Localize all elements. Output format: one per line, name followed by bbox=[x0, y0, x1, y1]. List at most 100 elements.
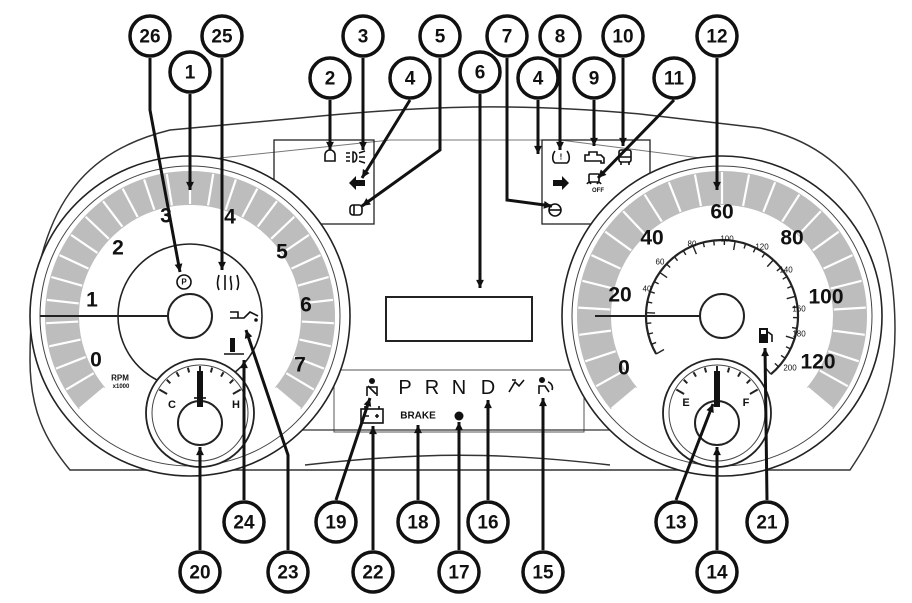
seatbelt-icon bbox=[367, 378, 377, 396]
callout-number: 25 bbox=[211, 27, 233, 48]
callout-number: 2 bbox=[325, 69, 336, 90]
gauge-tick bbox=[211, 368, 212, 373]
kmh-label-180: 180 bbox=[792, 330, 806, 339]
kmh-label-160: 160 bbox=[792, 305, 806, 314]
callout-number: 15 bbox=[532, 563, 554, 584]
center-display bbox=[386, 297, 532, 341]
brake-label: BRAKE bbox=[400, 411, 436, 422]
tpms-icon: ! bbox=[553, 151, 570, 163]
tach-label-1: 1 bbox=[86, 289, 98, 312]
svg-text:P: P bbox=[181, 278, 187, 287]
callout-number: 24 bbox=[233, 513, 255, 534]
esc-off-icon bbox=[509, 380, 524, 392]
speed-label-120: 120 bbox=[800, 351, 835, 374]
tach-label-2: 2 bbox=[112, 237, 124, 260]
leader-line bbox=[765, 348, 767, 500]
callout-number: 7 bbox=[502, 27, 513, 48]
callout-17: 17 bbox=[439, 552, 479, 592]
kmh-label-120: 120 bbox=[755, 243, 769, 252]
leader-arrowhead bbox=[556, 142, 564, 150]
callout-number: 19 bbox=[325, 513, 346, 534]
callout-number: 26 bbox=[139, 27, 160, 48]
callout-16: 16 bbox=[468, 502, 508, 542]
callout-7: 7 bbox=[487, 16, 527, 56]
callout-number: 22 bbox=[362, 563, 383, 584]
leader-arrowhead bbox=[619, 138, 627, 146]
callout-number: 5 bbox=[435, 27, 446, 48]
callout-12: 12 bbox=[697, 16, 737, 56]
svg-text:!: ! bbox=[560, 153, 563, 162]
tach-label-5: 5 bbox=[276, 241, 288, 264]
callout-24: 24 bbox=[224, 502, 264, 542]
indicator-dot bbox=[455, 412, 464, 421]
callout-number: 11 bbox=[664, 69, 685, 90]
leader-arrowhead bbox=[539, 398, 547, 406]
callout-number: 6 bbox=[475, 63, 486, 84]
headlamp-icon bbox=[350, 205, 362, 215]
callout-2: 2 bbox=[310, 58, 350, 98]
callout-1: 1 bbox=[170, 52, 210, 92]
leader-arrowhead bbox=[484, 400, 492, 408]
leader-arrowhead bbox=[455, 422, 463, 430]
callout-10: 10 bbox=[603, 16, 643, 56]
traction-off-label: OFF bbox=[592, 188, 604, 194]
callout-8: 8 bbox=[540, 16, 580, 56]
callout-14: 14 bbox=[697, 552, 737, 592]
speed-label-80: 80 bbox=[780, 227, 803, 250]
tach-label-6: 6 bbox=[300, 294, 312, 317]
callout-number: 17 bbox=[448, 563, 469, 584]
callout-25: 25 bbox=[202, 16, 242, 56]
tach-label-7: 7 bbox=[294, 354, 306, 377]
airbag-icon bbox=[539, 377, 552, 394]
callout-number: 13 bbox=[665, 513, 686, 534]
callout-number: 14 bbox=[706, 563, 728, 584]
callout-number: 8 bbox=[555, 27, 566, 48]
traction-off-icon: OFF bbox=[587, 174, 604, 194]
callout-13: 13 bbox=[656, 502, 696, 542]
rpm-unit-label: RPM bbox=[111, 374, 129, 383]
fuel-full-label: F bbox=[743, 397, 750, 409]
callout-number: 23 bbox=[277, 563, 298, 584]
callout-15: 15 bbox=[523, 552, 563, 592]
speed-label-60: 60 bbox=[710, 201, 733, 224]
kmh-tick bbox=[792, 328, 797, 329]
gear-d: D bbox=[481, 377, 495, 399]
callout-number: 1 bbox=[185, 63, 196, 84]
callout-18: 18 bbox=[398, 502, 438, 542]
callout-5: 5 bbox=[420, 16, 460, 56]
kmh-label-40: 40 bbox=[643, 285, 652, 294]
kmh-label-200: 200 bbox=[783, 364, 797, 373]
kmh-tick bbox=[714, 240, 715, 245]
kmh-label-60: 60 bbox=[656, 258, 665, 267]
leader-arrowhead bbox=[414, 425, 422, 433]
gear-p: P bbox=[398, 377, 411, 399]
cruise-light-icon bbox=[325, 150, 335, 161]
fog-light-icon bbox=[346, 151, 365, 163]
callout-11: 11 bbox=[654, 58, 694, 98]
tach-label-4: 4 bbox=[224, 206, 236, 229]
gear-r: R bbox=[425, 377, 439, 399]
speed-label-20: 20 bbox=[608, 284, 631, 307]
callout-23: 23 bbox=[268, 552, 308, 592]
gauge-tick bbox=[188, 368, 189, 373]
speed-label-0: 0 bbox=[618, 357, 630, 380]
gauge-tick bbox=[728, 368, 729, 373]
temp-hot-label: H bbox=[232, 399, 240, 411]
leader-line bbox=[336, 398, 370, 500]
callout-number: 16 bbox=[477, 513, 498, 534]
callout-number: 20 bbox=[189, 563, 210, 584]
gear-n: N bbox=[452, 377, 466, 399]
callout-9: 9 bbox=[574, 58, 614, 98]
callout-20: 20 bbox=[180, 552, 220, 592]
engine-check-icon bbox=[585, 152, 604, 163]
callout-number: 4 bbox=[405, 69, 416, 90]
leader-arrowhead bbox=[476, 280, 484, 288]
callout-number: 12 bbox=[706, 27, 727, 48]
fuel-empty-label: E bbox=[682, 397, 689, 409]
callout-number: 21 bbox=[756, 513, 778, 534]
callout-number: 3 bbox=[358, 27, 369, 48]
callout-number: 18 bbox=[407, 513, 428, 534]
gauge-tick bbox=[705, 368, 706, 373]
